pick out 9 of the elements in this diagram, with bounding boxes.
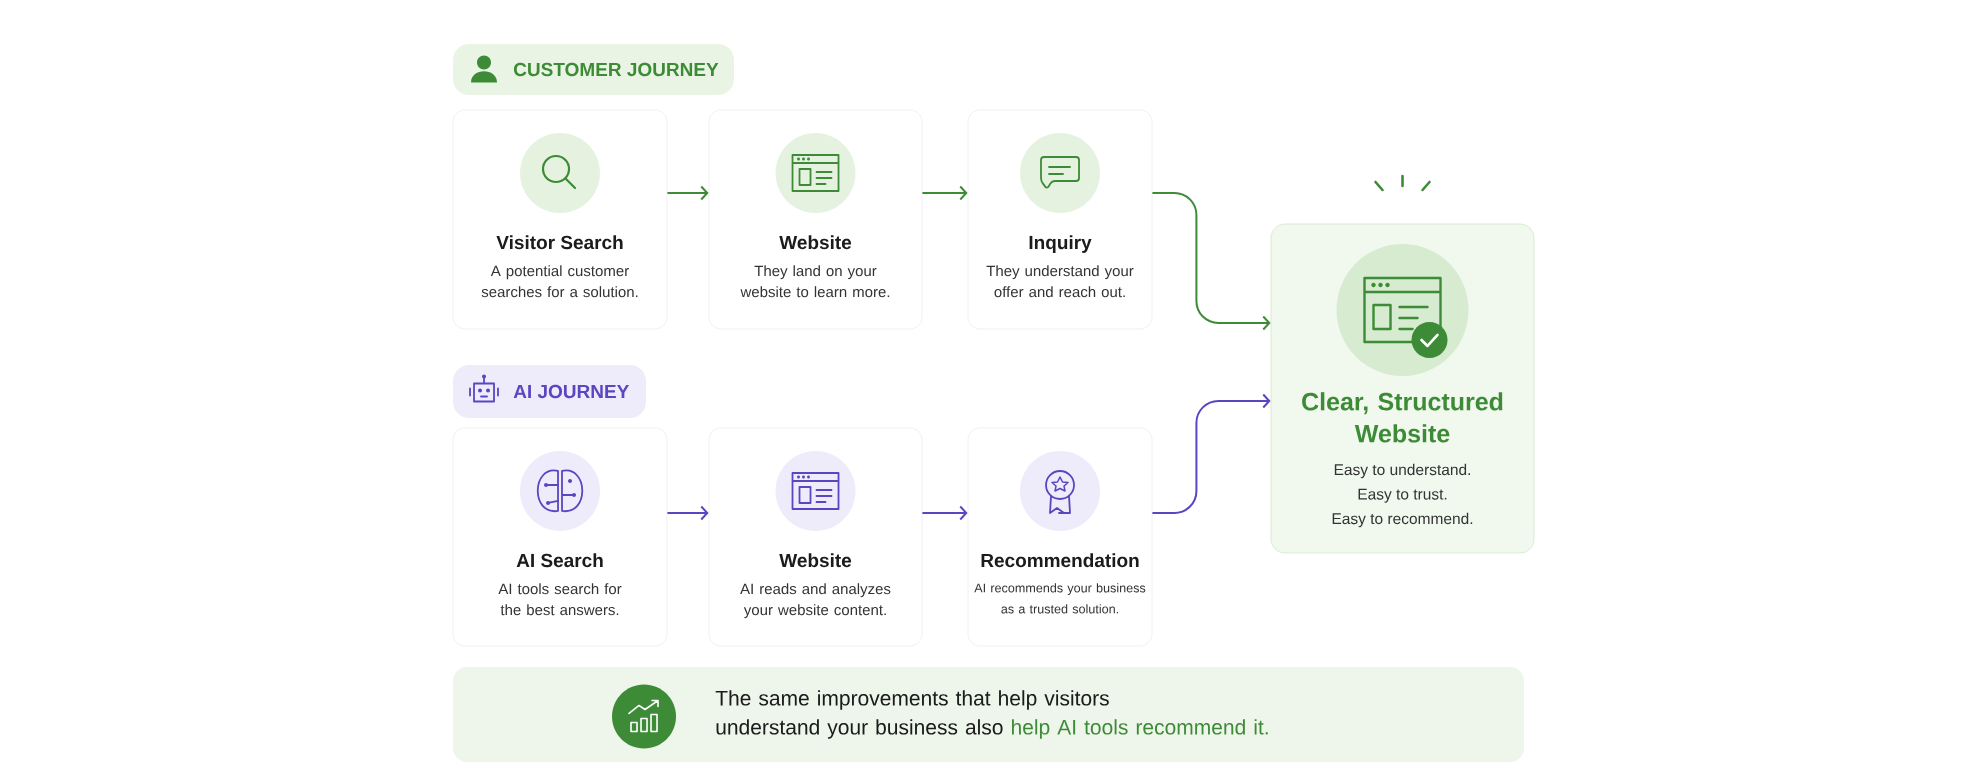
arrow xyxy=(921,185,968,201)
summary-banner: The same improvements that help visitors understand your business also help AI tools recommend it. xyxy=(453,667,1524,762)
arrow xyxy=(1151,192,1271,331)
arrow xyxy=(666,185,709,201)
arrow xyxy=(1151,393,1271,514)
journey-label: CUSTOMER JOURNEY xyxy=(453,44,734,95)
arrow xyxy=(666,505,709,521)
arrow xyxy=(921,505,968,521)
journey-label: AI JOURNEY xyxy=(453,365,646,418)
